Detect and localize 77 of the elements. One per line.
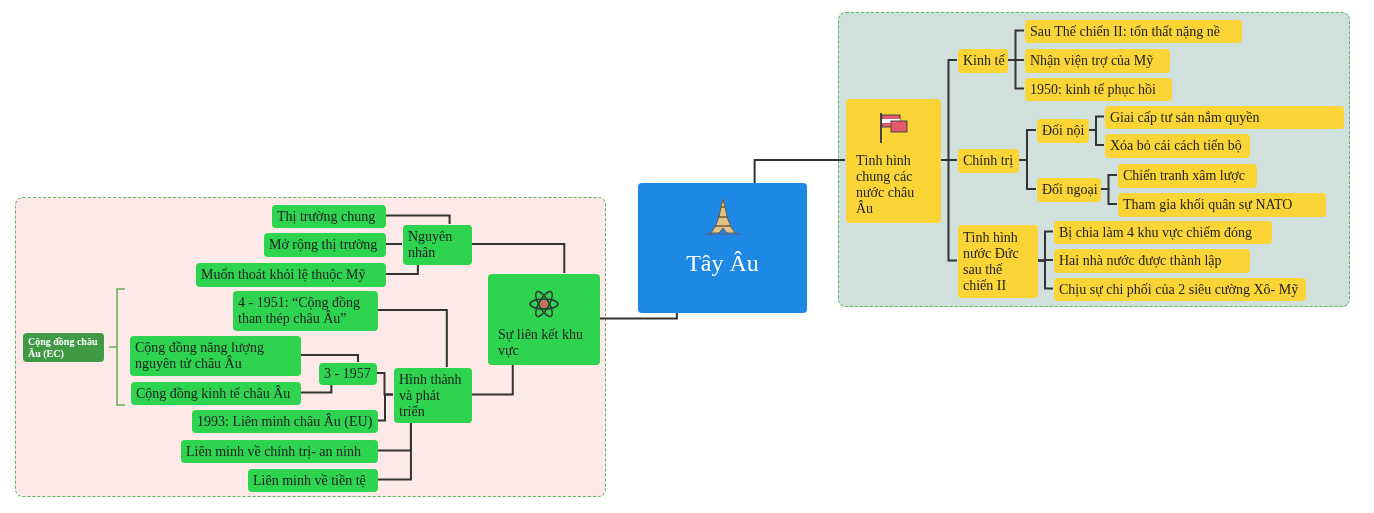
topic-box — [248, 469, 378, 492]
topic-box — [192, 410, 378, 433]
topic-box — [394, 368, 472, 423]
topic-box — [958, 149, 1019, 173]
topic-label: Chịu sự chi phối của 2 siêu cường Xô- Mỹ — [1059, 281, 1300, 298]
topic-box — [1105, 134, 1250, 158]
topic-box — [958, 49, 1008, 73]
topic-label: Sự liên kết khu vực — [498, 327, 584, 359]
connector-line — [470, 363, 514, 396]
connector-line — [299, 383, 333, 394]
connector-line — [376, 393, 394, 422]
topic-label: Giai cấp tư sản nắm quyền — [1110, 109, 1261, 126]
topic-label: Hình thành và phát triển — [399, 371, 463, 420]
topic-label: 3 - 1957 — [324, 366, 372, 382]
topic-label: Cộng đồng châu Âu (EC) — [28, 335, 99, 360]
topic-label: Nguyên nhân — [408, 229, 454, 261]
connector-line — [384, 214, 451, 225]
topic-box — [1054, 221, 1272, 244]
group-frame — [838, 12, 1350, 307]
topic-box — [1025, 49, 1170, 73]
connector-line — [376, 421, 412, 481]
connector-line — [470, 243, 566, 274]
topic-label: 1950: kinh tế phục hồi — [1030, 81, 1157, 98]
topic-box — [264, 233, 386, 257]
connector-line — [384, 243, 403, 245]
topic-label: Chính trị — [963, 153, 1014, 169]
topic-label: Tây Âu — [686, 249, 759, 277]
topic-label: Liên minh về tiền tệ — [253, 472, 367, 489]
topic-label: Hai nhà nước được thành lập — [1059, 253, 1223, 269]
topic-label: Sau Thế chiến II: tổn thất nặng nề — [1030, 23, 1221, 40]
topic-box — [181, 440, 378, 463]
topic-label: Kinh tế — [963, 53, 1003, 69]
topic-box — [1037, 178, 1101, 202]
topic-label: Đối ngoại — [1042, 182, 1096, 198]
topic-label: Mở rộng thị trường — [269, 237, 379, 253]
topic-box — [1025, 20, 1242, 43]
topic-label: Bị chia làm 4 khu vực chiếm đóng — [1059, 224, 1254, 241]
topic-box — [131, 382, 301, 405]
topic-label: Đối nội — [1042, 123, 1084, 139]
topic-box — [233, 291, 378, 331]
topic-label: Liên minh về chính trị- an ninh — [186, 443, 362, 460]
topic-box — [846, 99, 941, 223]
topic-label: Cộng đồng kinh tế châu Âu — [136, 385, 292, 402]
topic-label: Chiến tranh xâm lược — [1123, 168, 1246, 184]
topic-box — [130, 336, 301, 376]
topic-label: Tình hình nước Đức sau thế chiến II — [963, 229, 1020, 294]
topic-box — [1054, 249, 1250, 273]
topic-label: 1993: Liên minh châu Âu (EU) — [197, 413, 373, 430]
topic-box — [319, 363, 377, 385]
topic-box — [196, 263, 386, 287]
topic-box — [1037, 119, 1089, 143]
connector-line — [376, 309, 448, 368]
topic-box — [638, 183, 807, 313]
topic-label: Muốn thoát khỏi lệ thuộc Mỹ — [201, 267, 367, 283]
connector-line — [753, 159, 846, 184]
topic-box — [1118, 164, 1257, 188]
topic-box — [403, 225, 472, 265]
topic-label: 4 - 1951: “Cộng đồng than thép châu Âu” — [238, 295, 362, 327]
topic-label: Thị trường chung — [277, 208, 377, 225]
topic-label: Tình hình chung các nước châu Âu — [856, 153, 916, 217]
topic-box — [1105, 106, 1344, 129]
topic-label: Nhận viện trợ của Mỹ — [1030, 53, 1155, 69]
topic-box — [1118, 193, 1326, 217]
topic-label: Cộng đồng năng lượng nguyên tử châu Âu — [135, 340, 265, 372]
topic-box — [272, 205, 386, 228]
connector-line — [598, 312, 678, 320]
connector-line — [299, 354, 359, 363]
connector-line — [384, 263, 419, 275]
topic-box — [23, 333, 104, 362]
topic-box — [488, 274, 600, 365]
topic-box — [1054, 278, 1306, 301]
connector-line — [1036, 259, 1054, 290]
topic-label: Xóa bỏ cải cách tiến bộ — [1110, 138, 1243, 154]
topic-box — [958, 225, 1038, 298]
topic-box — [1025, 78, 1172, 101]
topic-label: Tham gia khối quân sự NATO — [1123, 197, 1294, 213]
group-frame — [15, 197, 606, 497]
